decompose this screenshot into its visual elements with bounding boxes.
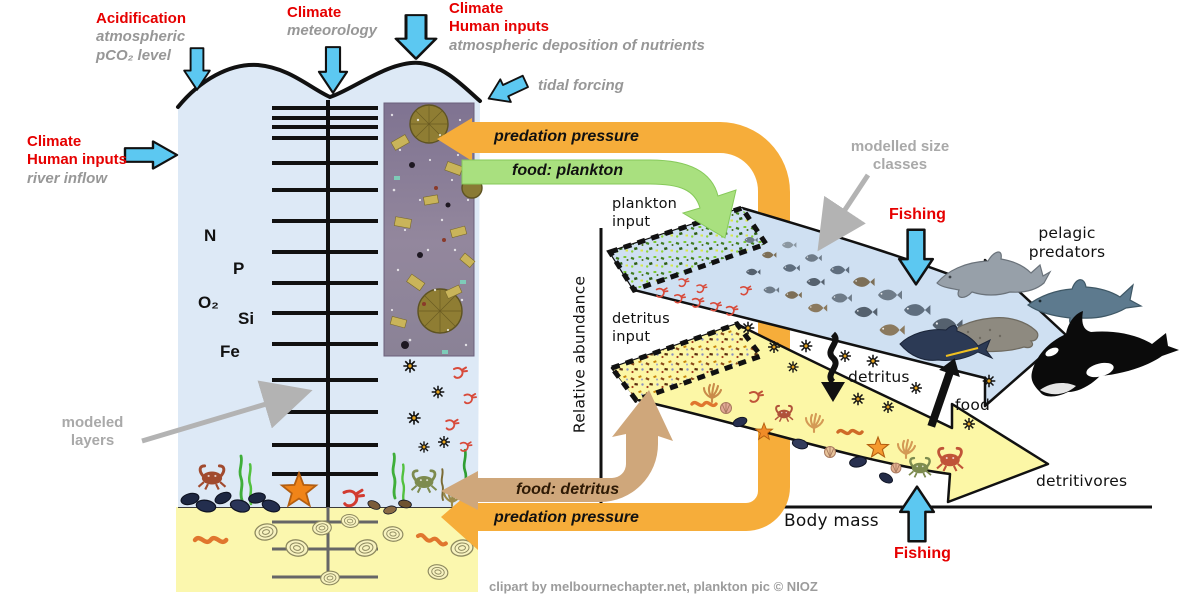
food-up-arrow — [927, 358, 960, 428]
detritus-input-line1: detritus — [612, 311, 670, 327]
fishing-bottom-arrow-icon — [898, 485, 936, 543]
nutrient-fe: Fe — [220, 342, 240, 361]
acidification-label: Acidification atmospheric pCO₂ level — [96, 10, 186, 65]
modeled-layers-line1: modeled — [61, 414, 124, 431]
relative-abundance-axis-label: Relative abundance — [570, 275, 589, 434]
dolphin-icon — [936, 251, 1052, 298]
detritivores-label: detritivores — [1036, 472, 1128, 490]
modeled-layers-line2: layers — [70, 432, 115, 450]
food-detritus-label: food: detritus — [516, 481, 620, 498]
food-plankton-arrow — [461, 159, 737, 239]
body-mass-axis-label: Body mass — [784, 511, 879, 531]
shark-icon — [1026, 279, 1143, 325]
climate-met-title: Climate — [287, 4, 342, 21]
nutrient-n: N — [204, 226, 217, 245]
pelagic-line1: pelagic — [1038, 224, 1096, 242]
acidification-sub1: atmospheric — [96, 28, 186, 46]
climate-top-title: Climate — [449, 0, 504, 17]
detritus-input-box — [607, 321, 766, 403]
plankton-input-line1: plankton — [612, 196, 678, 212]
climate-human-inputs-top-label: Climate Human inputs atmospheric deposit… — [449, 0, 705, 55]
climate-human-inputs-left-label: Climate Human inputs river inflow — [27, 133, 127, 188]
tidal-forcing-label: tidal forcing — [538, 77, 624, 94]
size-classes-line1: modelled size — [850, 138, 950, 155]
plankton-input-label: plankton input — [612, 196, 677, 231]
nutrient-o2: O₂ — [198, 293, 219, 312]
size-classes-pointer-arrow — [817, 173, 871, 252]
predation-pressure-bottom-label: predation pressure — [494, 509, 639, 526]
nutrient-p: P — [233, 259, 245, 278]
credit-line: clipart by melbournechapter.net, plankto… — [489, 579, 818, 594]
meteorology-sub: meteorology — [287, 22, 378, 40]
food-label: food — [955, 396, 991, 414]
size-classes-line2: classes — [872, 156, 928, 174]
tuna-icon — [899, 325, 994, 361]
detritus-label: detritus — [848, 368, 910, 386]
climate-left-title: Climate — [27, 133, 82, 150]
pelagic-predators-label: pelagic predators — [1003, 224, 1131, 262]
food-plankton-label: food: plankton — [512, 162, 624, 179]
detritus-input-line2: input — [612, 328, 651, 345]
human-inputs-left-title: Human inputs — [27, 151, 127, 169]
atm-deposition-sub: atmospheric deposition of nutrients — [449, 36, 705, 54]
river-inflow-sub: river inflow — [27, 169, 108, 187]
meteorology-arrow-icon — [317, 46, 349, 94]
acidification-title: Acidification — [96, 10, 187, 27]
plankton-input-line2: input — [612, 213, 651, 230]
acidification-sub2: pCO₂ level — [96, 46, 171, 64]
model-layer-grid — [272, 100, 378, 507]
benthic-size-spectrum-band — [607, 321, 1050, 504]
detritus-sink-arrow — [821, 331, 845, 402]
tidal-forcing-arrow-icon — [482, 69, 532, 111]
modeled-layers-pointer-arrow — [141, 380, 313, 444]
fishing-top-label: Fishing — [889, 206, 946, 223]
predation-pressure-top-label: predation pressure — [494, 128, 639, 145]
atmospheric-deposition-arrow-icon — [394, 13, 438, 61]
nutrient-si: Si — [238, 309, 255, 328]
sea-surface-wave — [176, 60, 482, 109]
food-detritus-arrow — [441, 390, 673, 510]
fishing-bottom-label: Fishing — [894, 545, 951, 562]
detritus-input-label: detritus input — [612, 311, 670, 346]
orca-icon — [1031, 311, 1179, 397]
river-inflow-arrow-icon — [123, 140, 179, 170]
human-inputs-top-title: Human inputs — [449, 18, 549, 36]
modeled-layers-label: modeled layers — [45, 414, 140, 451]
climate-meteorology-label: Climate meteorology — [287, 4, 377, 41]
modelled-size-classes-label: modelled size classes — [840, 138, 960, 175]
pelagic-line2: predators — [1028, 242, 1106, 261]
